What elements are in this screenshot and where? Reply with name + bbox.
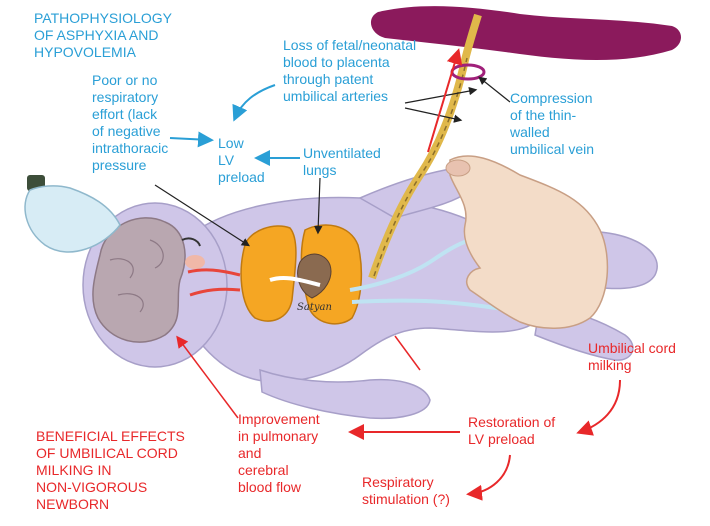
label-cord-milking: Umbilical cord milking (588, 340, 676, 374)
nose (185, 255, 205, 269)
label-vein-compression: Compression of the thin- walled umbilica… (510, 90, 594, 158)
label-respiratory-effort: Poor or no respiratory effort (lack of n… (92, 72, 168, 174)
label-unventilated-lungs: Unventilated lungs (303, 145, 381, 179)
artist-signature: Satyan (297, 302, 332, 313)
label-restoration: Restoration of LV preload (468, 414, 555, 448)
label-blood-loss: Loss of fetal/neonatal blood to placenta… (283, 37, 416, 105)
label-beneficial-effects: BENEFICIAL EFFECTS OF UMBILICAL CORD MIL… (36, 428, 185, 513)
label-low-lv-preload: Low LV preload (218, 135, 265, 186)
diagram-title: PATHOPHYSIOLOGY OF ASPHYXIA AND HYPOVOLE… (34, 10, 172, 61)
placenta-icon (371, 6, 681, 60)
label-improvement: Improvement in pulmonary and cerebral bl… (238, 411, 320, 496)
label-respiratory-stimulation: Respiratory stimulation (?) (362, 474, 450, 508)
